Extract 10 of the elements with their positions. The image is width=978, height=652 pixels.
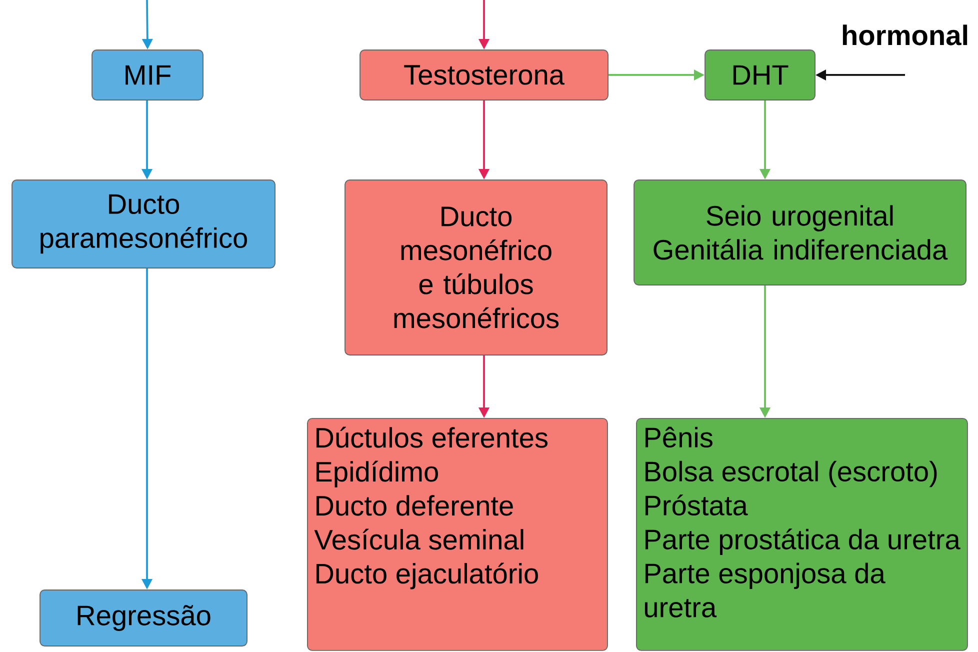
process-box: Testosterona (360, 50, 608, 100)
result-box: Dúctulos eferentes Epidídimo Ducto deferente Vesícula seminal Ducto ejaculatório (307, 418, 608, 651)
result-box: Pênis Bolsa escrotal (escroto) Próstata Parte prostática da uretra Parte esponjosa da uretra (636, 418, 968, 651)
process-box: DHT (704, 50, 816, 100)
process-box: MIF (92, 50, 204, 100)
process-box: Seio urogenital Genitália indiferenciada (634, 180, 966, 286)
process-box: Ducto paramesonéfrico (12, 180, 276, 268)
result-box: Regressão (40, 590, 248, 646)
edge-label: hormonal (842, 24, 968, 46)
process-box: Ducto mesonéfrico e túbulos mesonéfricos (344, 180, 608, 356)
